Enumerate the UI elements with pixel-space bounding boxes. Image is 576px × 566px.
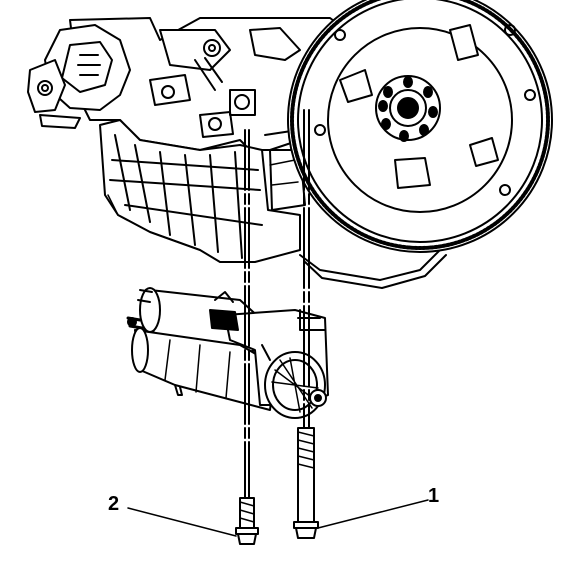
starter-motor xyxy=(126,287,329,419)
callout-leaders xyxy=(127,499,429,537)
engine-block xyxy=(27,17,361,211)
callout-label-1: 1 xyxy=(428,485,440,507)
bolt-2 xyxy=(235,497,259,545)
bolt-1 xyxy=(293,427,319,539)
bolt-alignment-lines xyxy=(244,109,310,501)
callout-label-2: 2 xyxy=(108,493,120,515)
flywheel xyxy=(287,0,553,253)
